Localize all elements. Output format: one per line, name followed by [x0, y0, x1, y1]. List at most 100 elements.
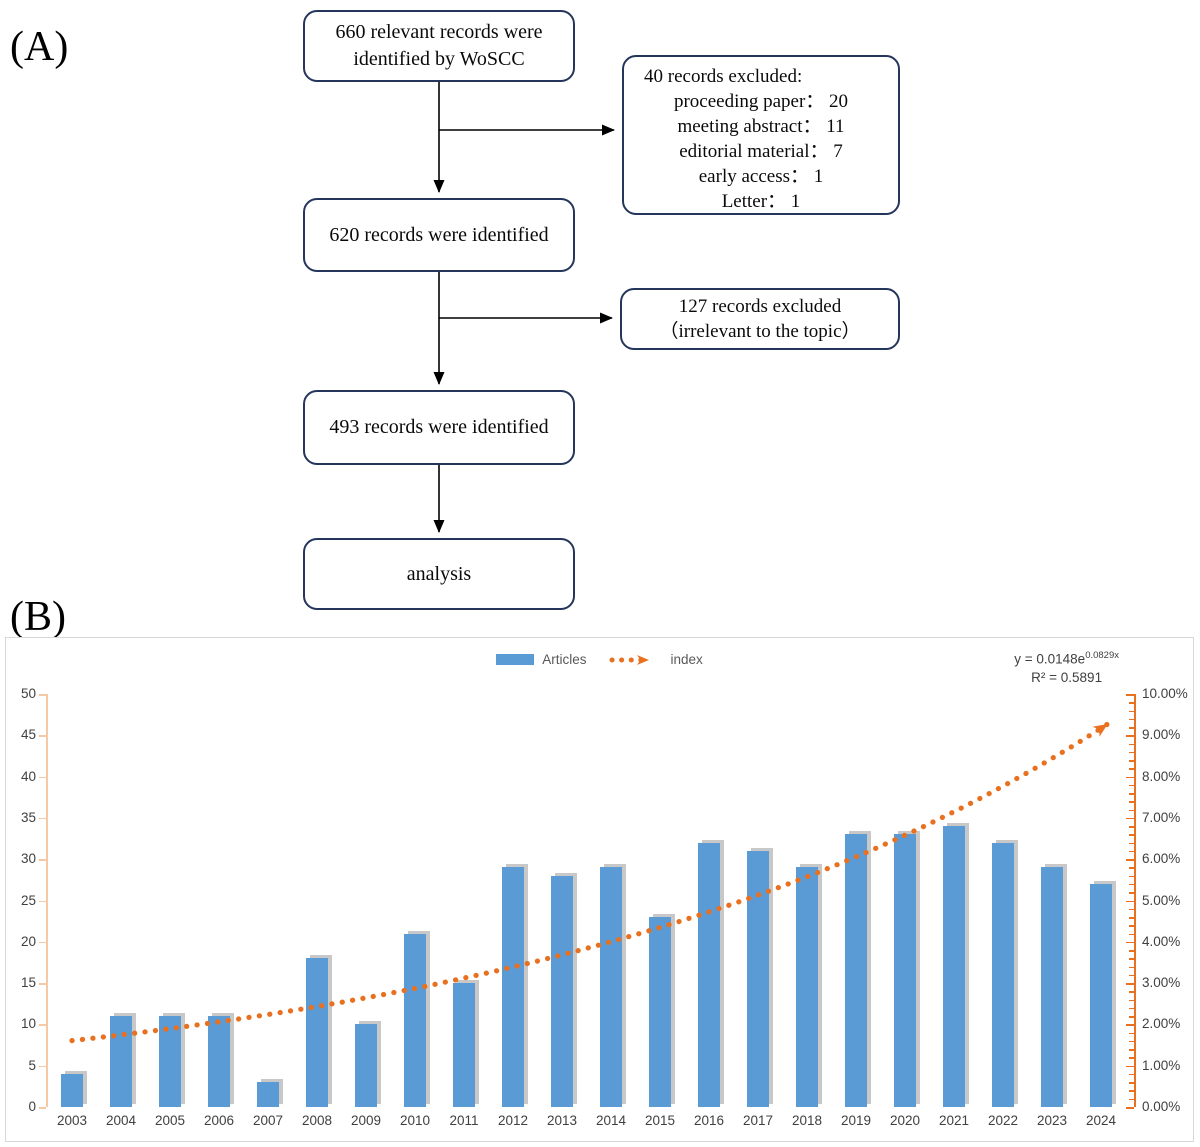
flow-box-620: 620 records were identified	[303, 198, 575, 272]
x-label-2011: 2011	[449, 1113, 479, 1128]
bar-2021	[943, 826, 965, 1107]
excluded-40-item: proceeding paper： 20	[673, 91, 849, 112]
x-label-2018: 2018	[791, 1113, 823, 1128]
right-axis-major-tick	[1126, 1107, 1134, 1109]
right-axis-minor-tick	[1129, 842, 1134, 845]
right-axis-minor-tick	[1129, 1057, 1134, 1059]
excluded-40-item: editorial material： 7	[679, 141, 843, 162]
right-axis-major-tick	[1126, 900, 1134, 902]
flow-box-493-text: 493 records were identified	[329, 416, 549, 438]
right-axis-minor-tick	[1129, 793, 1134, 795]
left-axis-tick	[39, 900, 46, 902]
legend-item-index: index	[608, 652, 703, 667]
right-axis-minor-tick	[1129, 760, 1134, 762]
chart-frame: Articles index y = 0.0148e0.0829x R² = 0…	[5, 637, 1194, 1142]
bar-2011	[453, 983, 475, 1107]
trendline-equation: y = 0.0148e0.0829x R² = 0.5891	[1014, 647, 1119, 687]
right-axis-tick-label: 7.00%	[1142, 809, 1181, 825]
right-axis-minor-tick	[1129, 801, 1134, 803]
right-axis-minor-tick	[1129, 933, 1134, 936]
left-axis-tick	[39, 694, 46, 696]
left-axis-tick-label: 0	[28, 1099, 36, 1114]
right-axis-major-tick	[1126, 941, 1134, 944]
excluded-40-item: meeting abstract： 11	[677, 116, 845, 137]
right-axis-minor-tick	[1129, 1090, 1134, 1092]
bar-2022	[992, 842, 1014, 1107]
right-axis-minor-tick	[1129, 966, 1134, 969]
equation-prefix: y = 0.0148e	[1014, 651, 1086, 667]
left-axis-tick-label: 45	[20, 727, 36, 743]
right-axis-minor-tick	[1129, 999, 1134, 1002]
flow-box-analysis: analysis	[303, 538, 575, 610]
left-axis-line	[46, 694, 48, 1107]
right-axis-major-tick	[1126, 859, 1134, 861]
x-label-2009: 2009	[350, 1113, 382, 1128]
right-axis-tick-label: 0.00%	[1142, 1099, 1181, 1114]
legend-item-articles: Articles	[496, 652, 586, 667]
left-axis-tick-label: 35	[20, 809, 36, 825]
flowchart-arrows	[433, 82, 615, 533]
chart-legend: Articles index	[6, 652, 1193, 667]
right-axis-major-tick	[1126, 735, 1134, 737]
left-axis-tick-label: 50	[20, 686, 36, 701]
right-axis-minor-tick	[1129, 702, 1134, 704]
right-axis-minor-tick	[1129, 727, 1134, 729]
left-axis-tick-label: 40	[20, 768, 36, 784]
right-axis-minor-tick	[1129, 809, 1134, 812]
flow-box-source: 660 relevant records were identified by …	[303, 10, 575, 82]
bar-2016	[698, 842, 720, 1107]
x-label-2023: 2023	[1036, 1113, 1068, 1128]
bar-2020	[894, 834, 916, 1107]
right-axis-minor-tick	[1129, 991, 1134, 993]
equation-line: y = 0.0148e0.0829x	[1014, 647, 1119, 669]
bar-2006	[208, 1016, 230, 1107]
right-axis-minor-tick	[1129, 1016, 1134, 1018]
bar-2014	[600, 867, 622, 1107]
right-axis-minor-tick	[1129, 974, 1134, 977]
right-axis-minor-tick	[1129, 850, 1134, 853]
right-axis-major-tick	[1126, 983, 1134, 985]
left-axis-tick	[39, 859, 46, 861]
right-axis-minor-tick	[1129, 1073, 1134, 1076]
right-axis-minor-tick	[1129, 768, 1134, 770]
right-axis-minor-tick	[1129, 743, 1134, 746]
right-axis-minor-tick	[1129, 958, 1134, 960]
left-axis-tick	[39, 941, 46, 944]
bar-2007	[257, 1082, 279, 1107]
left-axis-tick	[39, 1024, 46, 1026]
bar-2005	[159, 1016, 181, 1107]
excluded-127-line2: （irrelevant to the topic）	[659, 321, 861, 342]
x-label-2006: 2006	[203, 1113, 235, 1128]
legend-index-label: index	[670, 652, 703, 667]
excluded-40-item: early access： 1	[698, 166, 824, 187]
right-axis-minor-tick	[1129, 1032, 1134, 1035]
left-axis-tick-label: 30	[20, 851, 36, 867]
bar-2009	[355, 1024, 377, 1107]
right-axis-minor-tick	[1129, 1049, 1134, 1051]
x-label-2013: 2013	[546, 1113, 578, 1128]
right-axis-tick-label: 1.00%	[1142, 1057, 1181, 1073]
flow-box-493: 493 records were identified	[303, 390, 575, 465]
bar-2018	[796, 867, 818, 1107]
right-axis-major-tick	[1126, 1065, 1134, 1068]
bar-2004	[110, 1016, 132, 1107]
left-axis-tick	[39, 776, 46, 779]
left-axis-tick-label: 5	[28, 1057, 36, 1073]
x-label-2016: 2016	[693, 1113, 725, 1128]
bar-2012	[502, 867, 524, 1107]
right-axis-tick-label: 3.00%	[1142, 975, 1181, 991]
right-axis-minor-tick	[1129, 718, 1134, 721]
right-axis-minor-tick	[1129, 917, 1134, 919]
x-label-2019: 2019	[840, 1113, 872, 1128]
right-axis-minor-tick	[1129, 867, 1134, 869]
bar-2017	[747, 850, 769, 1107]
bar-2010	[404, 933, 426, 1107]
bar-2019	[845, 834, 867, 1107]
left-axis-tick	[39, 817, 46, 820]
right-axis-minor-tick	[1129, 908, 1134, 911]
x-label-2024: 2024	[1085, 1113, 1117, 1128]
right-axis-minor-tick	[1129, 883, 1134, 886]
x-label-2005: 2005	[154, 1113, 186, 1128]
bar-2023	[1041, 867, 1063, 1107]
